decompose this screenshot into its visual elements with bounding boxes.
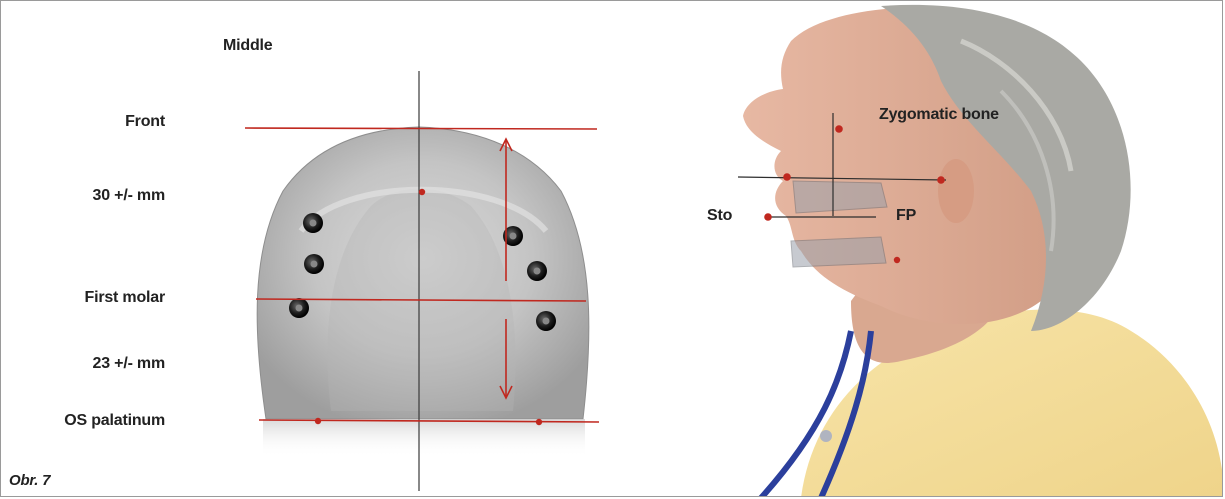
dental-cast-photo [257, 127, 589, 457]
reference-dot [419, 189, 425, 195]
ear-dot [937, 176, 945, 184]
molar-distance-label: 23 +/- mm [93, 355, 165, 373]
first-molar-label: First molar [85, 289, 166, 307]
middle-label: Middle [223, 37, 272, 55]
zygomatic-label: Zygomatic bone [879, 106, 999, 124]
reference-dot [536, 419, 542, 425]
fp-label: FP [896, 207, 916, 225]
zygomatic-dot [835, 125, 843, 133]
patient-profile-photo [743, 5, 1223, 497]
front-line [245, 128, 597, 129]
reference-dot [315, 418, 321, 424]
chin-dot [894, 257, 900, 263]
front-distance-label: 30 +/- mm [93, 187, 165, 205]
figure-number: Obr. 7 [9, 472, 50, 489]
nose-dot [783, 173, 791, 181]
sto-label: Sto [707, 207, 732, 225]
os-palatinum-label: OS palatinum [64, 412, 165, 430]
sto-dot [764, 213, 772, 221]
front-label: Front [125, 113, 165, 131]
